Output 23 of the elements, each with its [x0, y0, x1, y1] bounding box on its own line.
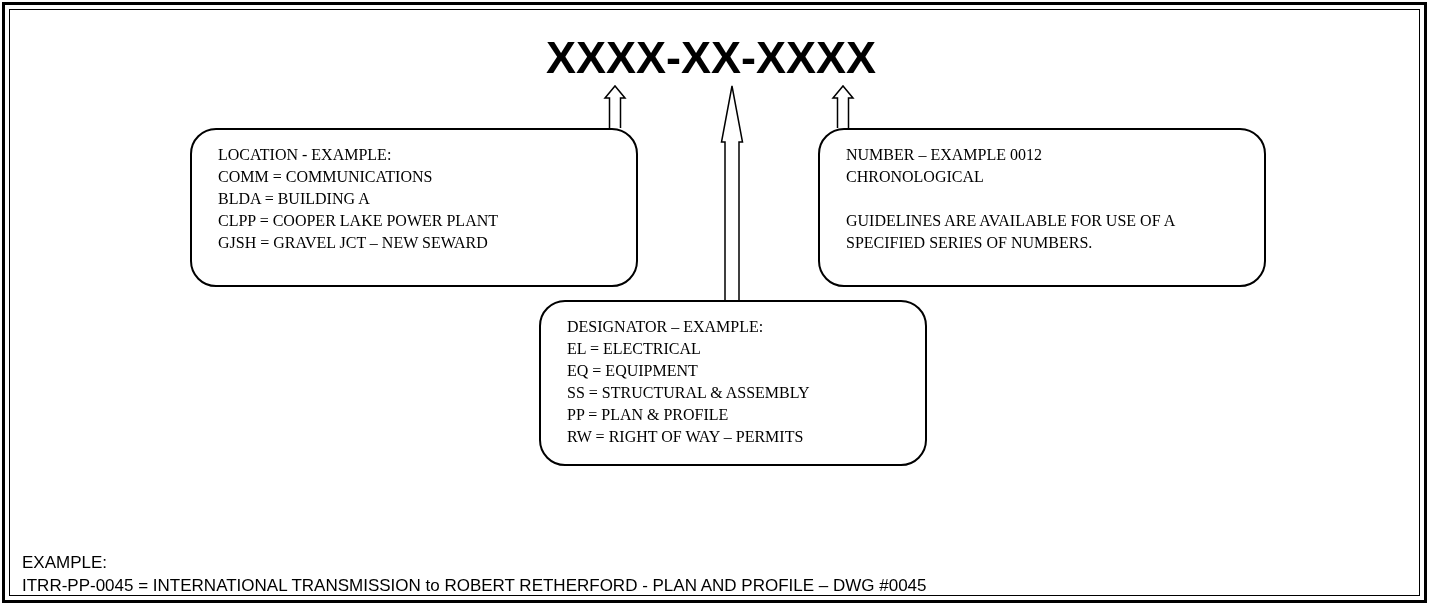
- example-text: EXAMPLE:: [22, 553, 108, 573]
- callout-box: [190, 128, 638, 287]
- callout-text: LOCATION - EXAMPLE:: [218, 145, 393, 165]
- callout-box: [539, 300, 927, 466]
- callout-text: DESIGNATOR – EXAMPLE:: [567, 317, 765, 337]
- callout-text: GJSH = GRAVEL JCT – NEW SEWARD: [218, 233, 489, 253]
- callout-text: EL = ELECTRICAL: [567, 339, 702, 359]
- callout-text: GUIDELINES ARE AVAILABLE FOR USE OF A SPECIFIED SERIES OF NUMBERS.: [846, 211, 1176, 253]
- callout-text: CLPP = COOPER LAKE POWER PLANT: [218, 211, 499, 231]
- callout-text: CHRONOLOGICAL: [846, 167, 985, 187]
- callout-text: EQ = EQUIPMENT: [567, 361, 699, 381]
- callout-box: [818, 128, 1266, 287]
- callout-text: BLDA = BUILDING A: [218, 189, 371, 209]
- example-text: ITRR-PP-0045 = INTERNATIONAL TRANSMISSION to ROBERT RETHERFORD - PLAN AND PROFILE – DWG #0045: [22, 576, 927, 596]
- callout-text: NUMBER – EXAMPLE 0012: [846, 145, 1043, 165]
- block-arrow: [720, 85, 744, 301]
- block-arrow: [603, 84, 627, 129]
- callout-text: RW = RIGHT OF WAY – PERMITS: [567, 427, 805, 447]
- callout-text: PP = PLAN & PROFILE: [567, 405, 730, 425]
- block-arrow: [831, 84, 855, 129]
- callout-text: SS = STRUCTURAL & ASSEMBLY: [567, 383, 811, 403]
- code-format-text: XXXX-XX-XXXX: [546, 33, 877, 83]
- callout-text: COMM = COMMUNICATIONS: [218, 167, 434, 187]
